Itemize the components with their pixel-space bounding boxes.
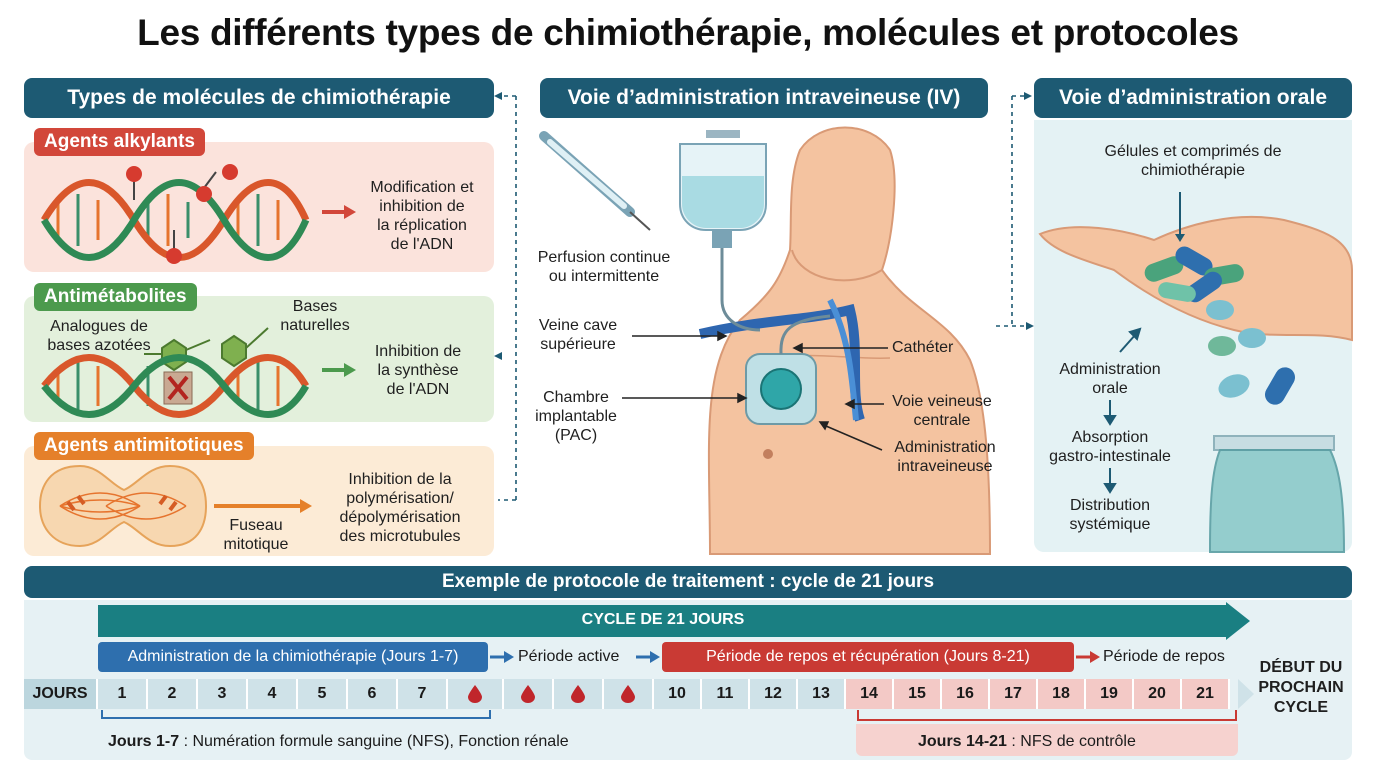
day-cell: 5 <box>298 679 348 709</box>
blood-drop-icon <box>448 679 504 709</box>
catheter-label: Cathéter <box>892 339 954 356</box>
step-distribution: Distribution systémique <box>1069 497 1151 533</box>
repos-bar: Période de repos et récupération (Jours … <box>662 642 1074 672</box>
antimitotiques-tag: Agents antimitotiques <box>34 432 254 460</box>
day-cell: 16 <box>942 679 990 709</box>
oral-panel-header: Voie d’administration orale <box>1034 78 1352 118</box>
protocol-header: Exemple de protocole de traitement : cyc… <box>24 566 1352 598</box>
perfusion-label: Perfusion continue ou intermittente <box>537 249 671 285</box>
alkylants-arrow <box>322 205 356 219</box>
days-row: JOURS 1 2 3 4 5 6 7 10 11 12 13 14 15 16… <box>24 679 1230 709</box>
iv-panel-header: Voie d’administration intraveineuse (IV) <box>540 78 988 118</box>
gelules-label: Gélules et comprimés de chimiothérapie <box>1104 143 1282 179</box>
day-cell: 10 <box>654 679 702 709</box>
day-cell: 12 <box>750 679 798 709</box>
note-days-1-7: Jours 1-7 : Numération formule sanguine … <box>108 733 569 750</box>
day-cell: 17 <box>990 679 1038 709</box>
day-cell: 3 <box>198 679 248 709</box>
fuseau-label: Fuseau mitotique <box>223 517 289 553</box>
next-cycle-label: DÉBUT DU PROCHAIN CYCLE <box>1258 659 1344 716</box>
day-cell: 20 <box>1134 679 1182 709</box>
molecules-panel-header: Types de molécules de chimiothérapie <box>24 78 494 118</box>
day-cell: 1 <box>98 679 148 709</box>
dna-alkylated-illustration <box>40 164 310 264</box>
alkylants-effect: Modification et inhibition de la réplica… <box>370 179 474 253</box>
day-cell: 21 <box>1182 679 1230 709</box>
blood-drop-icon <box>604 679 654 709</box>
analogues-label: Analogues de bases azotées <box>47 318 151 354</box>
bracket-days-1-7 <box>101 710 491 719</box>
chambre-label: Chambre implantable (PAC) <box>535 389 617 444</box>
mitotic-cell-illustration <box>38 464 208 548</box>
repos-label: Période de repos <box>1103 648 1225 665</box>
days-end-arrow <box>1238 679 1254 709</box>
antimitotiques-arrow <box>214 499 312 513</box>
day-cell: 7 <box>398 679 448 709</box>
repos-arrow-left <box>636 651 660 663</box>
step-absorption: Absorption gastro-intestinale <box>1049 429 1171 465</box>
iv-body-illustration <box>539 126 992 555</box>
cycle-label: CYCLE DE 21 JOURS <box>581 611 745 628</box>
day-cell: 19 <box>1086 679 1134 709</box>
note-days-14-21-box <box>856 724 1238 756</box>
antimetabolites-arrow <box>322 363 356 377</box>
day-cell: 6 <box>348 679 398 709</box>
blood-drop-icon <box>554 679 604 709</box>
dna-antimetabolite-illustration <box>41 327 310 418</box>
bases-naturelles-label: Bases naturelles <box>280 298 350 334</box>
cycle-arrow <box>98 602 1250 640</box>
antimitotiques-effect: Inhibition de la polymérisation/ dépolym… <box>339 471 461 545</box>
day-cell: 4 <box>248 679 298 709</box>
admin-bar: Administration de la chimiothérapie (Jou… <box>98 642 488 672</box>
bracket-days-14-21 <box>857 710 1237 721</box>
step-admin-orale: Administration orale <box>1059 361 1161 397</box>
day-cell: 2 <box>148 679 198 709</box>
day-cell: 18 <box>1038 679 1086 709</box>
veine-cave-label: Veine cave supérieure <box>538 317 618 353</box>
blood-drop-icon <box>504 679 554 709</box>
connector-right <box>996 92 1034 330</box>
day-cell: 11 <box>702 679 750 709</box>
antimetabolites-effect: Inhibition de la synthèse de l'ADN <box>374 343 462 398</box>
voie-label: Voie veineuse centrale <box>892 393 992 429</box>
page-title: Les différents types de chimiothérapie, … <box>137 12 1239 53</box>
admin-iv-label: Administration intraveineuse <box>894 439 996 475</box>
days-label: JOURS <box>24 679 98 709</box>
repos-arrow-right <box>1076 651 1100 663</box>
antimetabolites-tag: Antimétabolites <box>34 283 197 311</box>
hand-pills-illustration <box>1038 192 1353 553</box>
day-cell: 14 <box>846 679 894 709</box>
day-cell: 15 <box>894 679 942 709</box>
connector-left <box>494 92 517 501</box>
alkylants-tag: Agents alkylants <box>34 128 205 156</box>
note-days-14-21: Jours 14-21 : NFS de contrôle <box>918 733 1136 750</box>
active-label: Période active <box>518 648 620 665</box>
active-arrow <box>490 651 514 663</box>
day-cell: 13 <box>798 679 846 709</box>
